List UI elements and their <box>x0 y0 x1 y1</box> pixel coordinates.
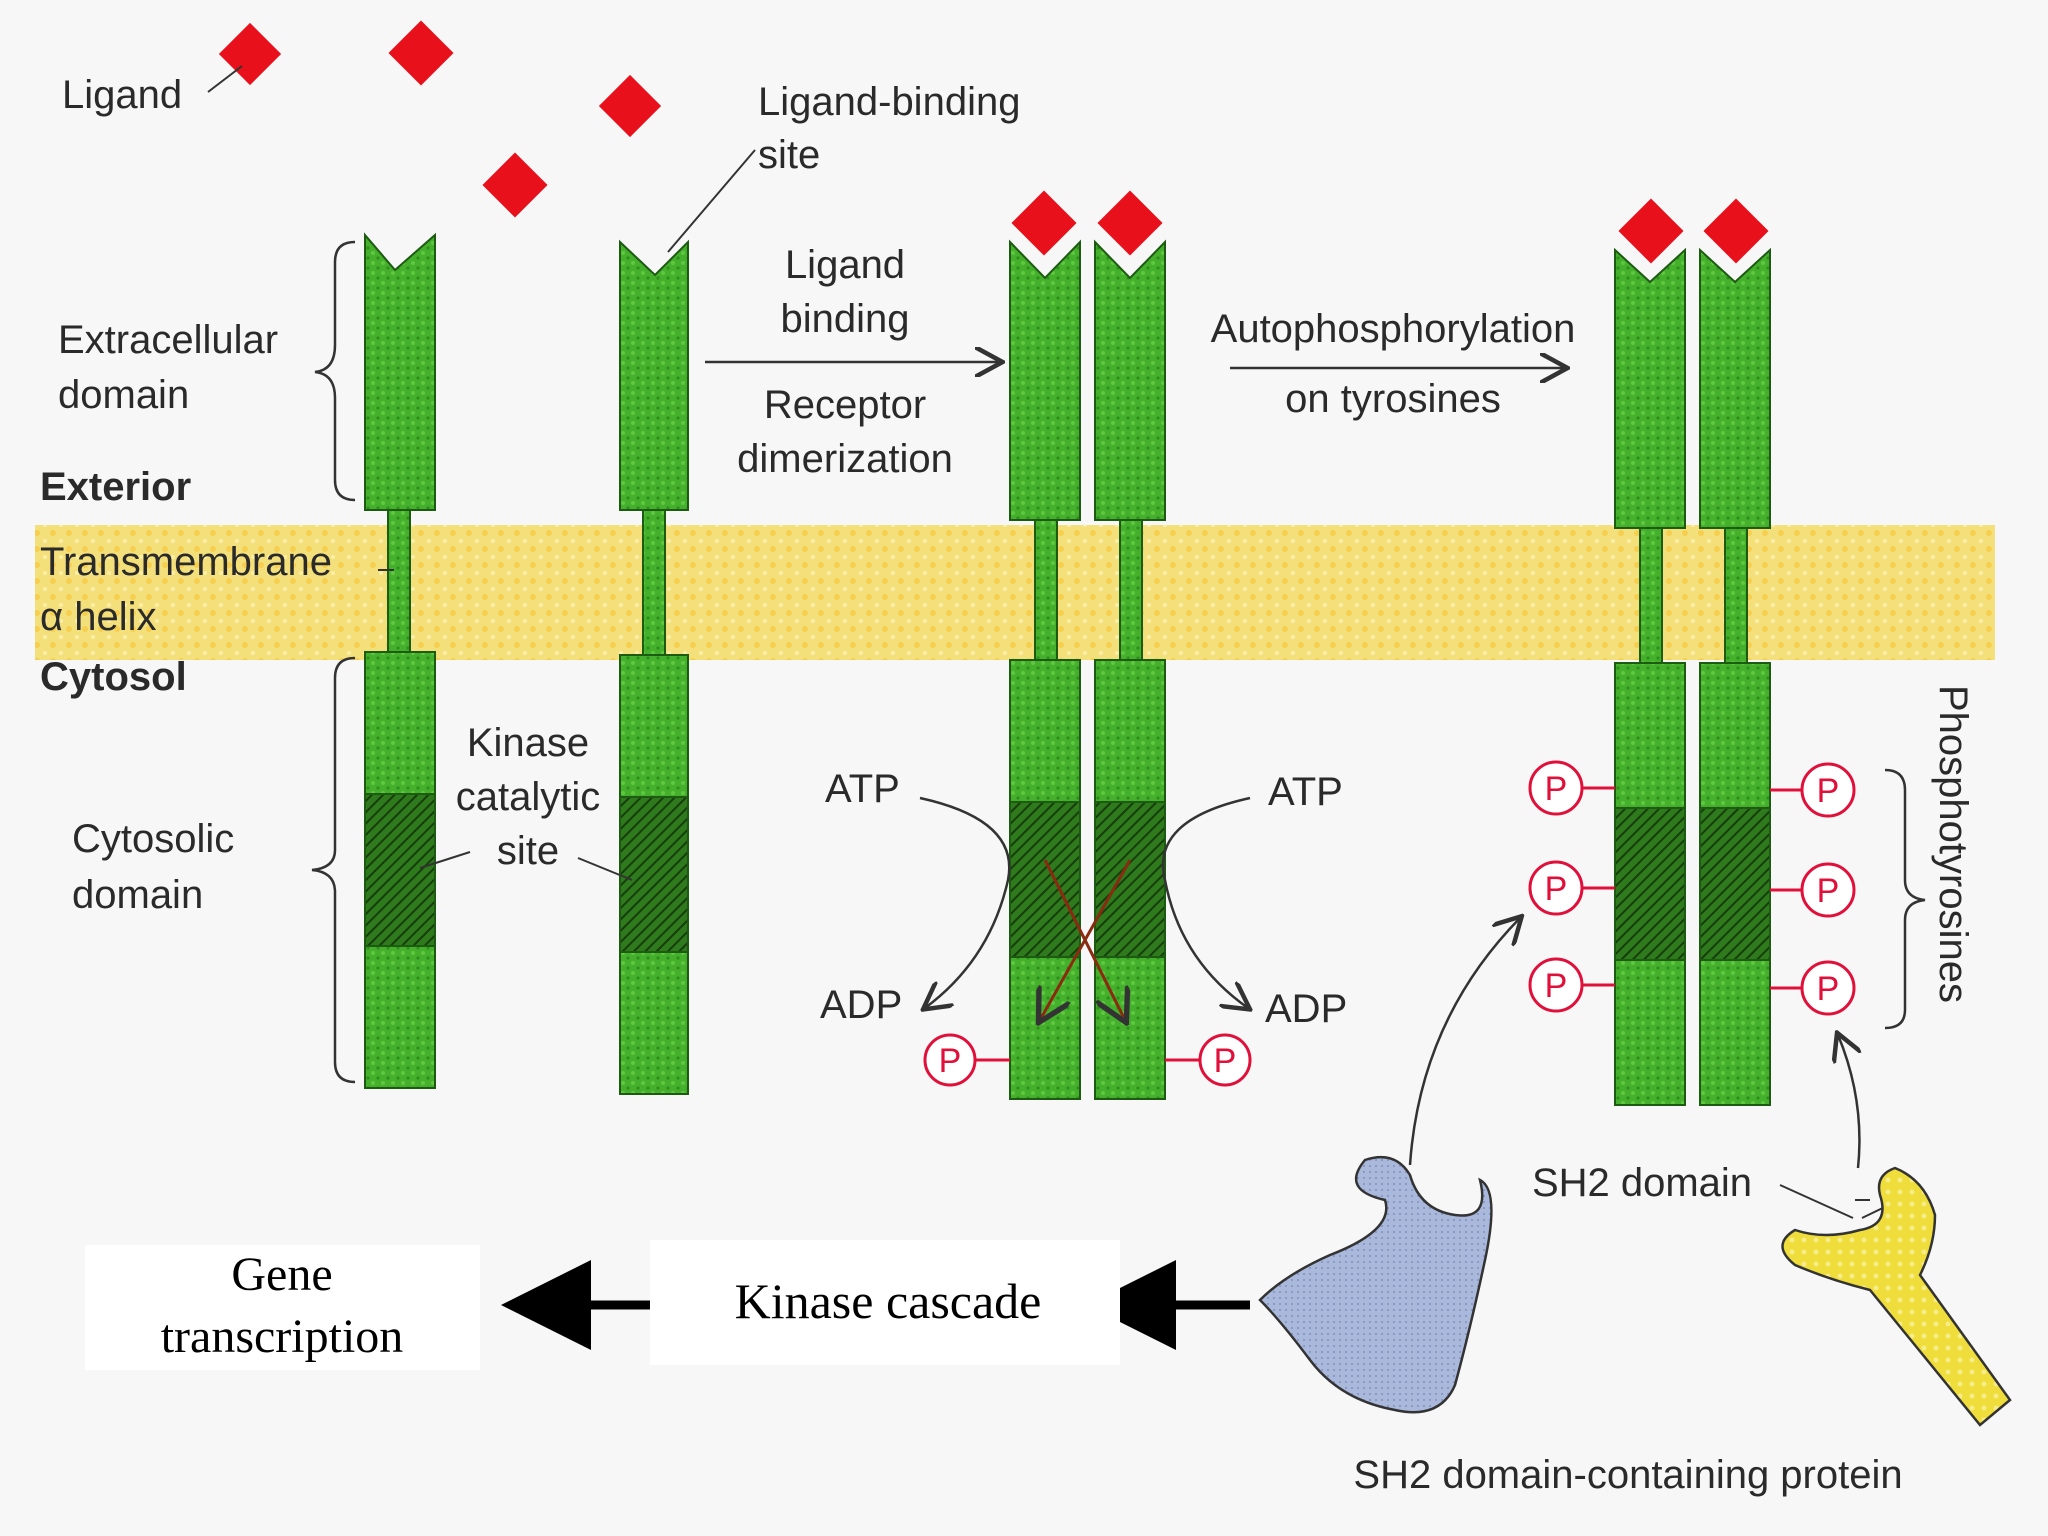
ligand-shape <box>218 22 282 86</box>
phosphorylated-dimer <box>1614 198 1771 1106</box>
phosphate-label: P <box>1817 970 1840 1008</box>
cytosolic-domain-label: Cytosolic <box>72 817 234 861</box>
receptor-monomer-2 <box>619 239 689 1095</box>
kinase-cascade-label: Kinase cascade <box>735 1273 1042 1329</box>
receptor-dimer <box>1009 190 1166 1100</box>
kinase-cascade-box <box>650 1240 1120 1365</box>
kinase-site-label: catalytic <box>456 775 601 819</box>
atp-label-left: ATP <box>825 767 900 811</box>
ligand-shape <box>598 74 662 138</box>
adp-label-left: ADP <box>820 983 902 1027</box>
sh2-protein-label: SH2 domain-containing protein <box>1353 1453 1902 1497</box>
bound-ligand <box>1703 198 1769 264</box>
transmembrane-label: Transmembrane <box>40 540 332 584</box>
autophosphorylation-label: on tyrosines <box>1285 377 1501 421</box>
exterior-label: Exterior <box>40 465 191 509</box>
ligand-shape <box>388 20 454 86</box>
receptor-dimerization-label: Receptor <box>764 383 926 427</box>
extracellular-domain-label: domain <box>58 373 189 417</box>
ligand-binding-step-label: Ligand <box>785 243 905 287</box>
bound-ligand <box>1011 190 1077 256</box>
bound-ligand <box>1618 198 1684 264</box>
phosphate-label: P <box>939 1042 962 1080</box>
phosphate-label: P <box>1545 770 1568 808</box>
ligand-label: Ligand <box>62 73 182 117</box>
adp-label-right: ADP <box>1265 987 1347 1031</box>
cytosol-label: Cytosol <box>40 655 187 699</box>
cell-membrane <box>35 525 1995 660</box>
receptor-dimerization-label: dimerization <box>737 437 953 481</box>
gene-transcription-box <box>85 1245 480 1370</box>
ligand-shape <box>482 152 548 218</box>
alpha-helix-label: α helix <box>40 595 157 639</box>
sh2-protein-blue <box>1258 1155 1493 1414</box>
receptor-monomer-1 <box>364 232 436 1089</box>
gene-transcription-label: Gene <box>231 1248 332 1301</box>
extracellular-domain-label: Extracellular <box>58 318 278 362</box>
kinase-site-label: site <box>497 829 559 873</box>
sh2-domain-label: SH2 domain <box>1532 1161 1752 1205</box>
bound-ligand <box>1097 190 1163 256</box>
sh2-protein-yellow <box>1781 1166 2012 1427</box>
sh2-binding-arrow-right <box>1838 1035 1859 1169</box>
phosphate-label: P <box>1817 772 1840 810</box>
ligand-binding-site-label: Ligand-binding <box>758 80 1020 124</box>
phosphate-label: P <box>1545 870 1568 908</box>
phosphotyrosines-label: Phosphotyrosines <box>1931 685 1975 1003</box>
atp-to-adp-left <box>920 796 1011 1008</box>
atp-label-right: ATP <box>1268 770 1343 814</box>
autophosphorylation-label: Autophosphorylation <box>1211 307 1576 351</box>
free-ligands <box>218 20 662 218</box>
kinase-site-label: Kinase <box>467 721 589 765</box>
phosphate-label: P <box>1214 1042 1237 1080</box>
phosphate-label: P <box>1545 967 1568 1005</box>
sh2-binding-arrow-left <box>1408 918 1520 1166</box>
phosphate-groups <box>923 760 1856 1087</box>
phosphate-label: P <box>1817 872 1840 910</box>
gene-transcription-label: transcription <box>161 1310 404 1363</box>
cytosolic-domain-label: domain <box>72 873 203 917</box>
ligand-binding-step-label: binding <box>780 297 909 341</box>
atp-to-adp-right <box>1161 796 1250 1008</box>
ligand-binding-site-label: site <box>758 133 820 177</box>
braces <box>311 240 1926 1084</box>
